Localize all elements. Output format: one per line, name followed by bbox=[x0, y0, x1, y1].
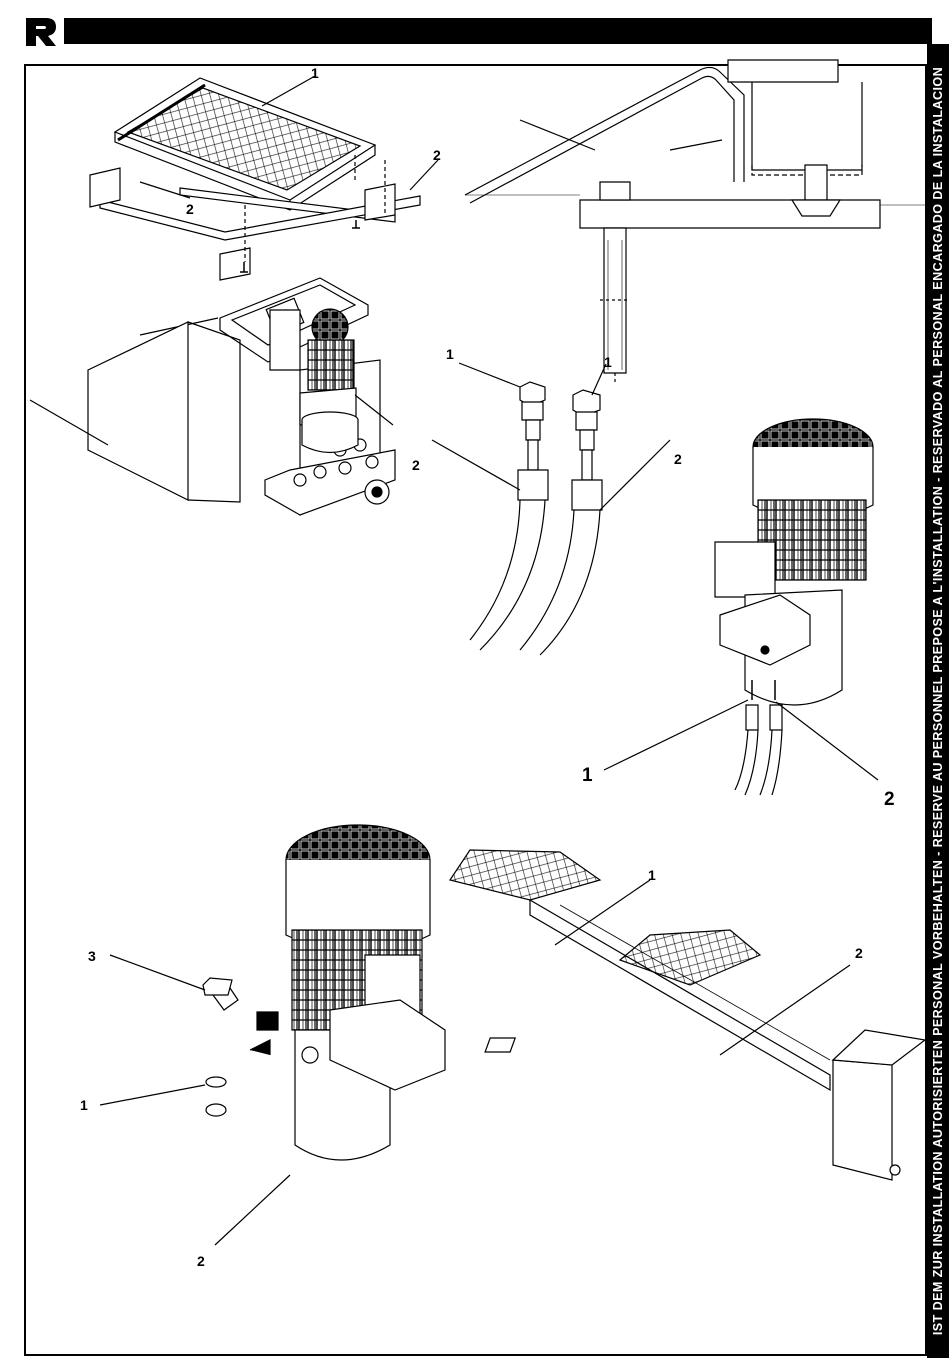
hose-fittings-figure bbox=[432, 363, 670, 655]
callout-label: 2 bbox=[855, 946, 863, 960]
callout-label: 1 bbox=[648, 868, 656, 882]
platform-plate-figure bbox=[90, 76, 438, 280]
callout-label: 1 bbox=[582, 766, 593, 785]
callout-label: 2 bbox=[674, 452, 682, 466]
callout-label: 2 bbox=[433, 148, 441, 162]
pump-unit-right-figure bbox=[604, 419, 878, 795]
callout-label: 1 bbox=[311, 66, 319, 80]
callout-label: 1 bbox=[80, 1098, 88, 1112]
callout-label: 2 bbox=[197, 1254, 205, 1268]
callout-label: 2 bbox=[186, 202, 194, 216]
callout-label: 2 bbox=[884, 790, 895, 809]
ramp-bolt-detail-figure bbox=[465, 60, 927, 385]
callout-label: 1 bbox=[604, 355, 612, 369]
callout-label: 2 bbox=[412, 458, 420, 472]
callout-label: 1 bbox=[446, 347, 454, 361]
callout-label: 3 bbox=[88, 949, 96, 963]
control-cabinet-figure bbox=[30, 278, 395, 515]
lift-overview-figure bbox=[450, 850, 925, 1180]
